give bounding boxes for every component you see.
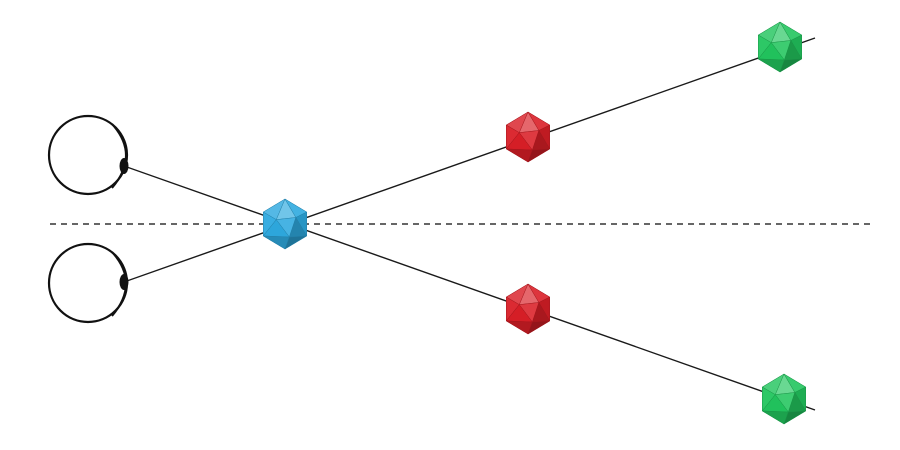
gem-facet bbox=[263, 235, 290, 250]
fixation-object-blue-icosahedron bbox=[263, 198, 307, 250]
gem-facet bbox=[779, 58, 802, 73]
gem-facet bbox=[506, 148, 533, 163]
gem-facet bbox=[527, 148, 550, 163]
pupil-icon bbox=[119, 274, 129, 290]
gem-facet bbox=[758, 58, 785, 73]
lower-mid-object-red-icosahedron bbox=[506, 283, 550, 335]
upper-mid-object-red-icosahedron bbox=[506, 111, 550, 163]
eye-icon-top bbox=[47, 114, 129, 196]
eye-icon-bottom bbox=[47, 242, 129, 324]
gem-facet bbox=[506, 320, 533, 335]
pupil-icon bbox=[119, 158, 129, 174]
sightline-upper-eye bbox=[123, 165, 816, 411]
upper-far-object-green-icosahedron bbox=[758, 21, 802, 73]
sightline-lower-eye bbox=[123, 37, 816, 283]
lower-far-object-green-icosahedron bbox=[762, 373, 806, 425]
gem-facet bbox=[762, 410, 789, 425]
gem-facet bbox=[527, 320, 550, 335]
gem-facet bbox=[783, 410, 806, 425]
gem-facet bbox=[284, 235, 307, 250]
